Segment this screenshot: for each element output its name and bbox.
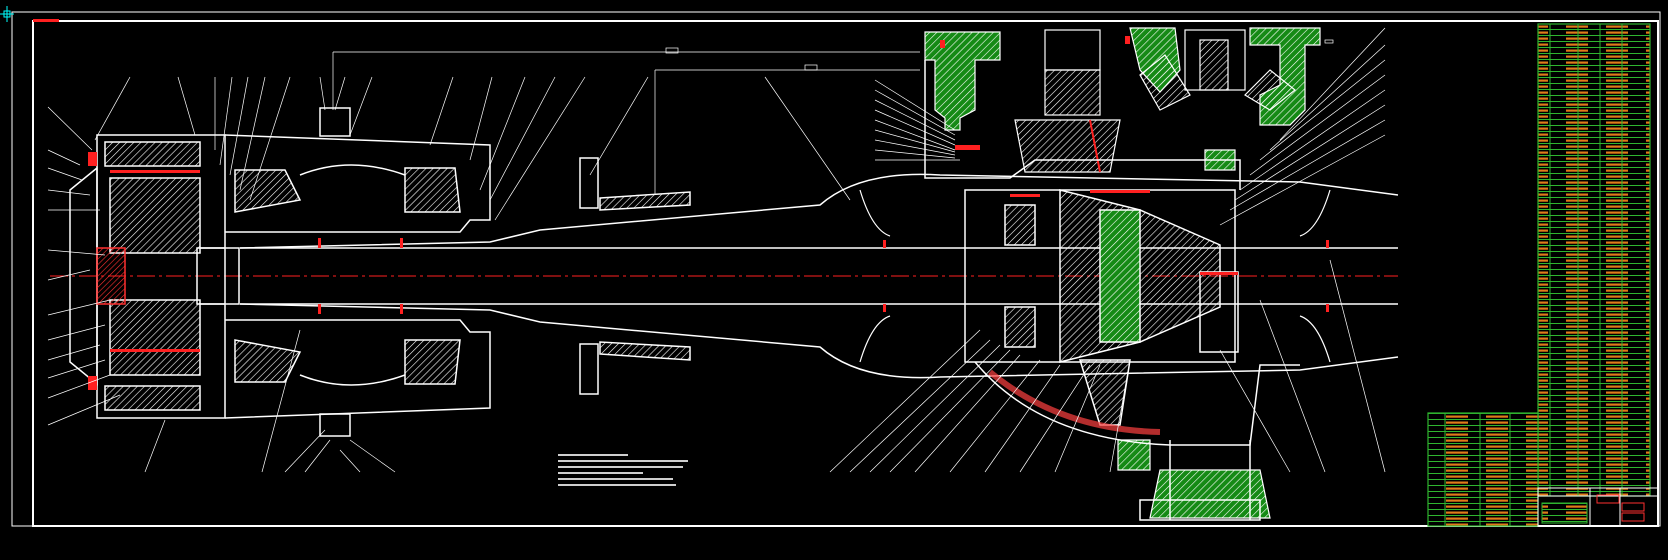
technical-notes-block: [558, 454, 688, 486]
title-block: [1537, 487, 1659, 527]
tube-flange-brackets: [859, 189, 1331, 363]
leader-tags: [665, 39, 1334, 71]
axle-housing-left: [224, 107, 491, 437]
diff-red-accents: [940, 36, 1150, 197]
housing-outline-right: [924, 60, 1300, 521]
shaft-red-ticks: [318, 238, 1329, 314]
top-left-red-mark: [33, 19, 59, 22]
parts-list-table: [1427, 23, 1651, 527]
leader-lines: [47, 27, 1386, 473]
pinion-bevel-gear: [1014, 29, 1296, 173]
sheet-frame: [11, 11, 1661, 527]
ucs-cursor-icon[interactable]: [0, 6, 14, 22]
hub-red-accents: [88, 152, 200, 390]
differential-case: [964, 189, 1239, 426]
